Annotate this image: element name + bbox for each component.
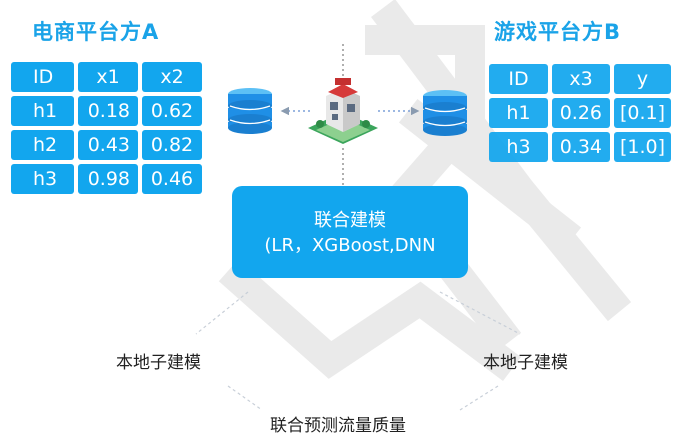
header-cell: ID bbox=[489, 64, 548, 94]
federated-algorithms: (LR，XGBoost,DNN bbox=[264, 235, 436, 256]
table-cell: 0.43 bbox=[78, 130, 138, 160]
header-cell: y bbox=[614, 64, 671, 94]
table-cell: 0.34 bbox=[552, 132, 610, 162]
table-cell: h3 bbox=[11, 164, 74, 194]
header-cell: x3 bbox=[552, 64, 610, 94]
table-cell: h1 bbox=[11, 96, 74, 126]
table-row: h3 0.98 0.46 bbox=[11, 164, 206, 194]
table-cell: [0.1] bbox=[614, 98, 671, 128]
table-header-row: ID x3 y bbox=[489, 64, 675, 94]
platform-a-table: ID x1 x2 h1 0.18 0.62 h2 0.43 0.82 h3 0.… bbox=[11, 62, 206, 198]
header-cell: x2 bbox=[142, 62, 202, 92]
table-cell: h1 bbox=[489, 98, 548, 128]
table-cell: 0.26 bbox=[552, 98, 610, 128]
table-cell: 0.18 bbox=[78, 96, 138, 126]
platform-b-title: 游戏平台方B bbox=[494, 20, 622, 44]
server-building-icon bbox=[308, 78, 378, 144]
table-row: h2 0.43 0.82 bbox=[11, 130, 206, 160]
table-cell: 0.82 bbox=[142, 130, 202, 160]
federated-modeling-box: 联合建模 (LR，XGBoost,DNN bbox=[232, 186, 468, 278]
federated-title: 联合建模 bbox=[314, 210, 386, 231]
header-cell: x1 bbox=[78, 62, 138, 92]
platform-a-title: 电商平台方A bbox=[32, 20, 160, 44]
database-icon bbox=[228, 88, 272, 134]
table-cell: 0.46 bbox=[142, 164, 202, 194]
table-cell: 0.98 bbox=[78, 164, 138, 194]
table-cell: [1.0] bbox=[614, 132, 671, 162]
table-row: h3 0.34 [1.0] bbox=[489, 132, 675, 162]
header-cell: ID bbox=[11, 62, 74, 92]
table-row: h1 0.18 0.62 bbox=[11, 96, 206, 126]
flow-lines bbox=[195, 291, 521, 411]
table-cell: 0.62 bbox=[142, 96, 202, 126]
table-header-row: ID x1 x2 bbox=[11, 62, 206, 92]
local-model-right-label: 本地子建模 bbox=[483, 353, 568, 373]
local-model-left-label: 本地子建模 bbox=[116, 353, 201, 373]
platform-b-table: ID x3 y h1 0.26 [0.1] h3 0.34 [1.0] bbox=[489, 64, 675, 166]
table-cell: h2 bbox=[11, 130, 74, 160]
database-icon bbox=[423, 90, 467, 136]
table-row: h1 0.26 [0.1] bbox=[489, 98, 675, 128]
joint-prediction-label: 联合预测流量质量 bbox=[270, 416, 406, 436]
table-cell: h3 bbox=[489, 132, 548, 162]
